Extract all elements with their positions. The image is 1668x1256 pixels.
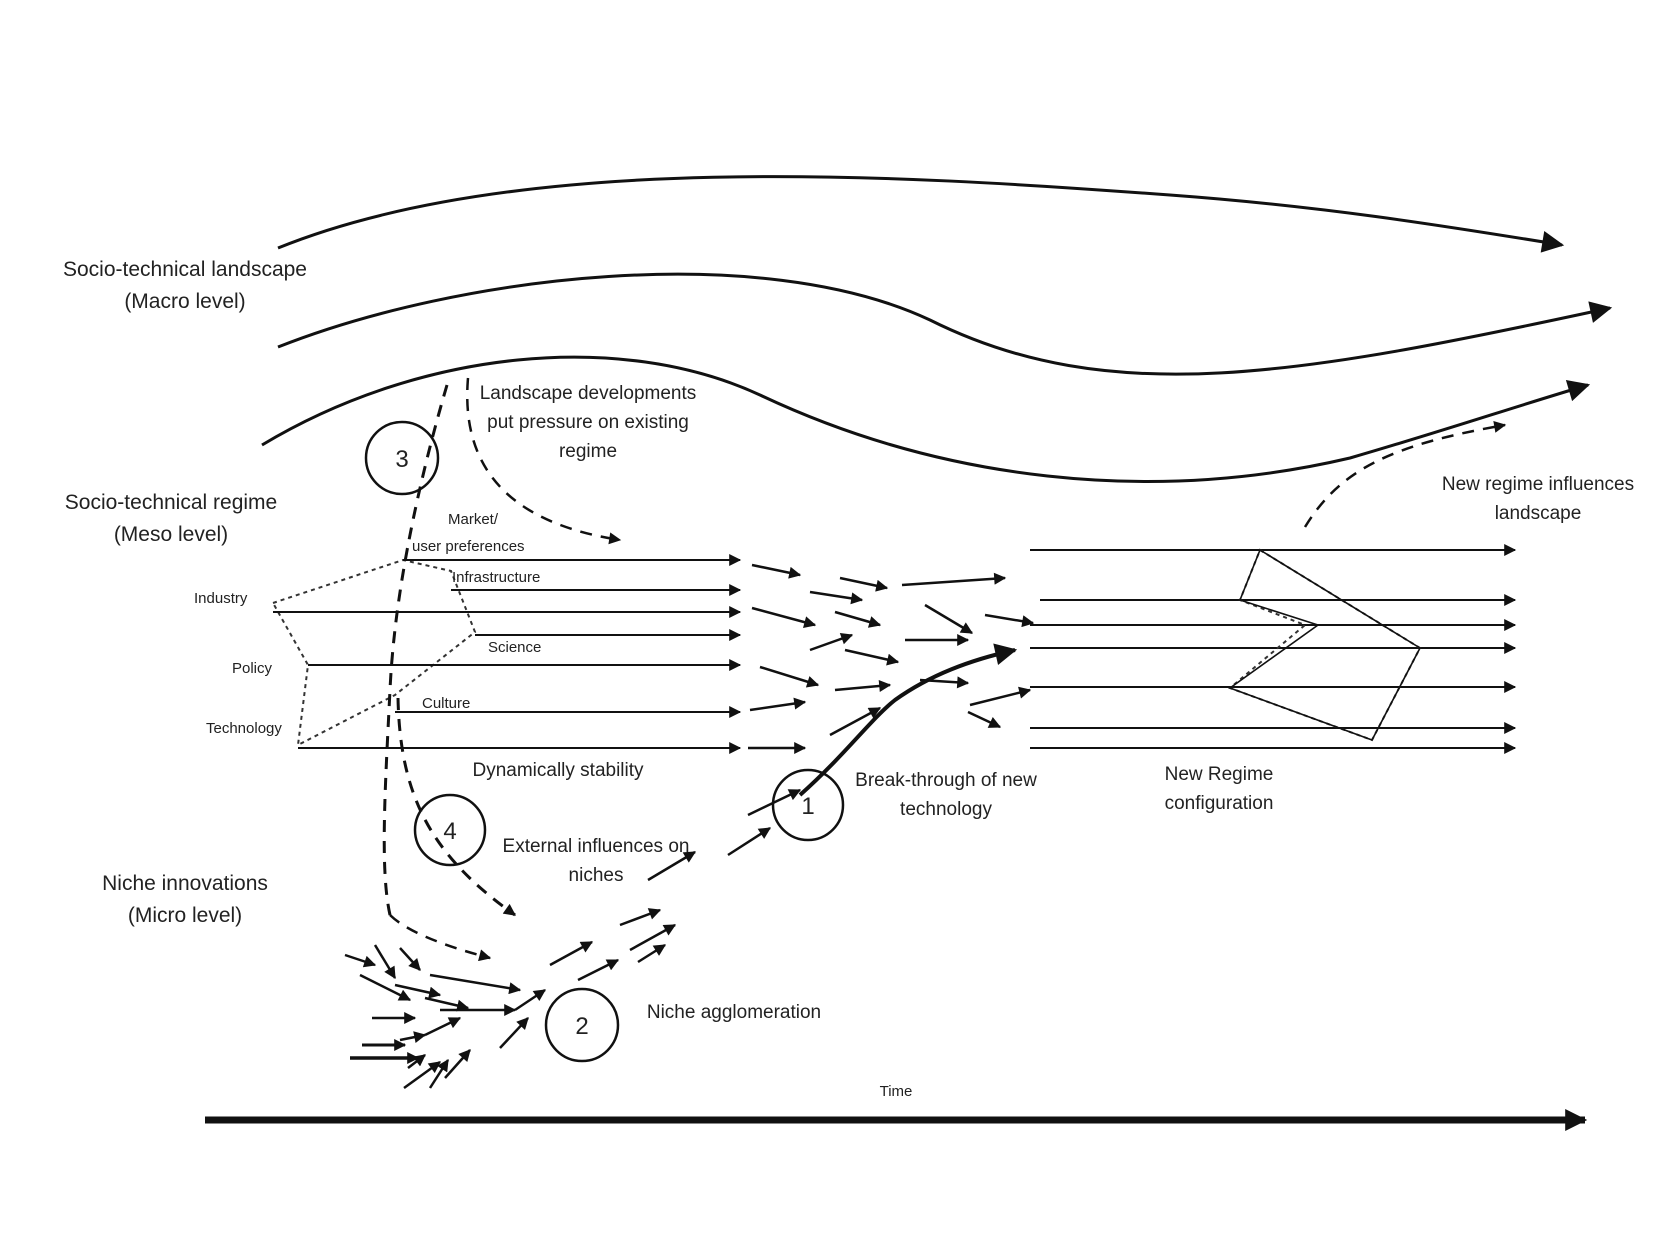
- dimension-technology: Technology: [206, 720, 282, 737]
- dimension-user-preferences: user preferences: [412, 538, 525, 555]
- new-regime-label-line1: New Regime: [1165, 764, 1274, 785]
- pressure-dash-arrow: [466, 377, 622, 545]
- external-label-line1: External influences on: [503, 836, 690, 857]
- regime-subtitle: (Meso level): [114, 523, 228, 546]
- niche-path-arrows: [549, 788, 802, 982]
- marker-4-label: 4: [443, 818, 456, 845]
- marker-2-circle: [544, 987, 620, 1063]
- transition-arrow: [751, 606, 817, 628]
- regime-dimensions-polygon: [271, 558, 477, 747]
- new-regime-polygon-inner: [1228, 548, 1422, 741]
- breakthrough-label-line2: technology: [900, 799, 992, 820]
- external-label-line2: niches: [569, 865, 624, 886]
- transition-arrow: [809, 632, 854, 652]
- niche-arrow: [514, 988, 546, 1012]
- marker-1-circle: [771, 768, 845, 842]
- niche-arrow: [424, 1016, 462, 1037]
- breakthrough-path: [798, 643, 1018, 797]
- transition-arrow: [829, 706, 882, 737]
- marker-2-label: 2: [575, 1013, 588, 1040]
- landscape-subtitle: (Macro level): [124, 290, 245, 313]
- marker-3-label: 3: [395, 446, 408, 473]
- niche-path-arrow: [549, 940, 594, 967]
- pressure-label-line2: put pressure on existing: [487, 412, 689, 433]
- landscape-wave-bottom: [261, 355, 1591, 483]
- landscape-wave-middle: [277, 272, 1613, 376]
- niche-path-arrow: [577, 958, 620, 982]
- niche-arrow: [499, 1017, 529, 1049]
- niche-path-arrow: [629, 923, 677, 952]
- niche-arrow: [344, 953, 377, 968]
- pressure-label-line3: regime: [559, 441, 617, 462]
- breakthrough-label-line1: Break-through of new: [855, 770, 1037, 791]
- transition-arrow: [834, 680, 892, 692]
- transition-arrow: [839, 576, 889, 592]
- niche-path-arrow: [637, 943, 667, 964]
- niche-arrow: [444, 1049, 471, 1079]
- niche-subtitle: (Micro level): [128, 904, 242, 927]
- dimension-infrastructure: Infrastructure: [452, 569, 540, 586]
- niche-path-arrow: [647, 850, 697, 882]
- landscape-title: Socio-technical landscape: [63, 258, 307, 281]
- niche-arrow: [394, 983, 442, 999]
- niche-arrow: [429, 973, 522, 995]
- dimension-science: Science: [488, 639, 541, 656]
- agglomeration-label: Niche agglomeration: [647, 1002, 821, 1023]
- regime-lines: [273, 554, 742, 754]
- landscape-waves: [261, 175, 1613, 483]
- niche-cluster-arrows: [344, 944, 546, 1090]
- new-regime-label-line2: configuration: [1165, 793, 1274, 814]
- niche-arrow: [399, 947, 421, 971]
- transition-arrow: [844, 648, 900, 666]
- markers: 3 4 1 2: [364, 420, 845, 1063]
- transition-arrow: [969, 686, 1032, 707]
- dimension-culture: Culture: [422, 695, 470, 712]
- transition-arrow: [984, 613, 1035, 628]
- pressure-label-line1: Landscape developments: [480, 383, 697, 404]
- transition-arrow: [759, 665, 820, 688]
- niche-arrow: [373, 944, 397, 980]
- dimension-policy: Policy: [232, 660, 273, 677]
- niche-arrow: [403, 1060, 441, 1090]
- regime-title: Socio-technical regime: [65, 491, 277, 514]
- niche-arrow: [399, 1031, 427, 1044]
- regime-dimension-labels: Industry Policy Technology Market/ user …: [194, 511, 541, 737]
- niche-arrow: [424, 996, 470, 1012]
- niche-path-arrow: [727, 826, 772, 857]
- regime-influence-dash-arrow: [1303, 420, 1507, 528]
- level-labels: Socio-technical landscape (Macro level) …: [63, 258, 307, 927]
- transition-arrow: [749, 697, 807, 712]
- stability-label: Dynamically stability: [472, 760, 644, 781]
- new-regime-lines: [1030, 544, 1517, 754]
- dimension-market: Market/: [448, 511, 499, 528]
- marker-3-circle: [364, 420, 440, 496]
- transition-arrow: [809, 590, 864, 605]
- dimension-industry: Industry: [194, 590, 248, 607]
- transition-arrow: [967, 710, 1002, 729]
- transition-arrow: [834, 610, 882, 628]
- influence-label-line2: landscape: [1495, 503, 1582, 524]
- niche-arrow: [359, 973, 412, 1002]
- niche-arrow: [428, 1058, 450, 1089]
- marker-1-label: 1: [801, 793, 814, 820]
- niche-dash-arrow-b: [396, 697, 516, 917]
- transition-arrow: [751, 563, 802, 579]
- time-label: Time: [880, 1083, 913, 1100]
- niche-path-arrow: [619, 908, 662, 927]
- transition-arrow: [901, 572, 1007, 587]
- annotations: Landscape developments put pressure on e…: [472, 383, 1634, 1100]
- influence-label-line1: New regime influences: [1442, 474, 1634, 495]
- transition-arrows: [748, 563, 1035, 754]
- marker-4-circle: [413, 793, 487, 867]
- niche-dash-arrow-a: [389, 914, 492, 962]
- new-regime-polygon-outer: [1228, 548, 1422, 742]
- landscape-wave-top: [277, 175, 1565, 253]
- transition-arrow: [924, 603, 974, 635]
- dashed-influences: [382, 377, 1507, 962]
- niche-title: Niche innovations: [102, 872, 268, 895]
